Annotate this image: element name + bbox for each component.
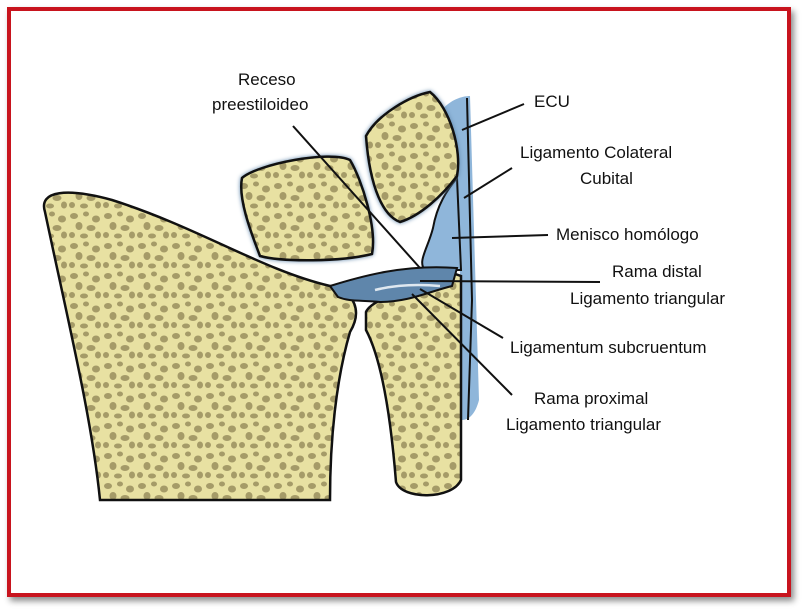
ulnar-border-line [466,97,474,421]
triangular-ligament [328,266,459,304]
label-proximal-1: Rama proximal [534,389,648,408]
triquetrum-bone [364,90,460,224]
leader-distal [419,280,601,283]
label-colateral-2: Cubital [580,169,633,188]
ulna-bone [364,272,463,497]
label-distal-1: Rama distal [612,262,702,281]
label-proximal-2: Ligamento triangular [506,415,661,434]
label-menisco: Menisco homólogo [556,225,699,244]
label-colateral-1: Ligamento Colateral [520,143,672,162]
leader-colateral [463,167,513,199]
leader-ecu [461,103,525,131]
label-receso-1: Receso [238,70,296,89]
label-subcruentum: Ligamentum subcruentum [510,338,707,357]
radius-bone [42,191,358,502]
leader-receso [292,125,421,269]
leader-subcruentum [419,288,504,339]
leader-menisco [451,234,549,239]
label-distal-2: Ligamento triangular [570,289,725,308]
lunate-bone [240,155,375,262]
leader-proximal [411,293,513,396]
subcruentum-gap [374,283,441,292]
label-ecu: ECU [534,92,570,111]
label-receso-2: preestiloideo [212,95,308,114]
